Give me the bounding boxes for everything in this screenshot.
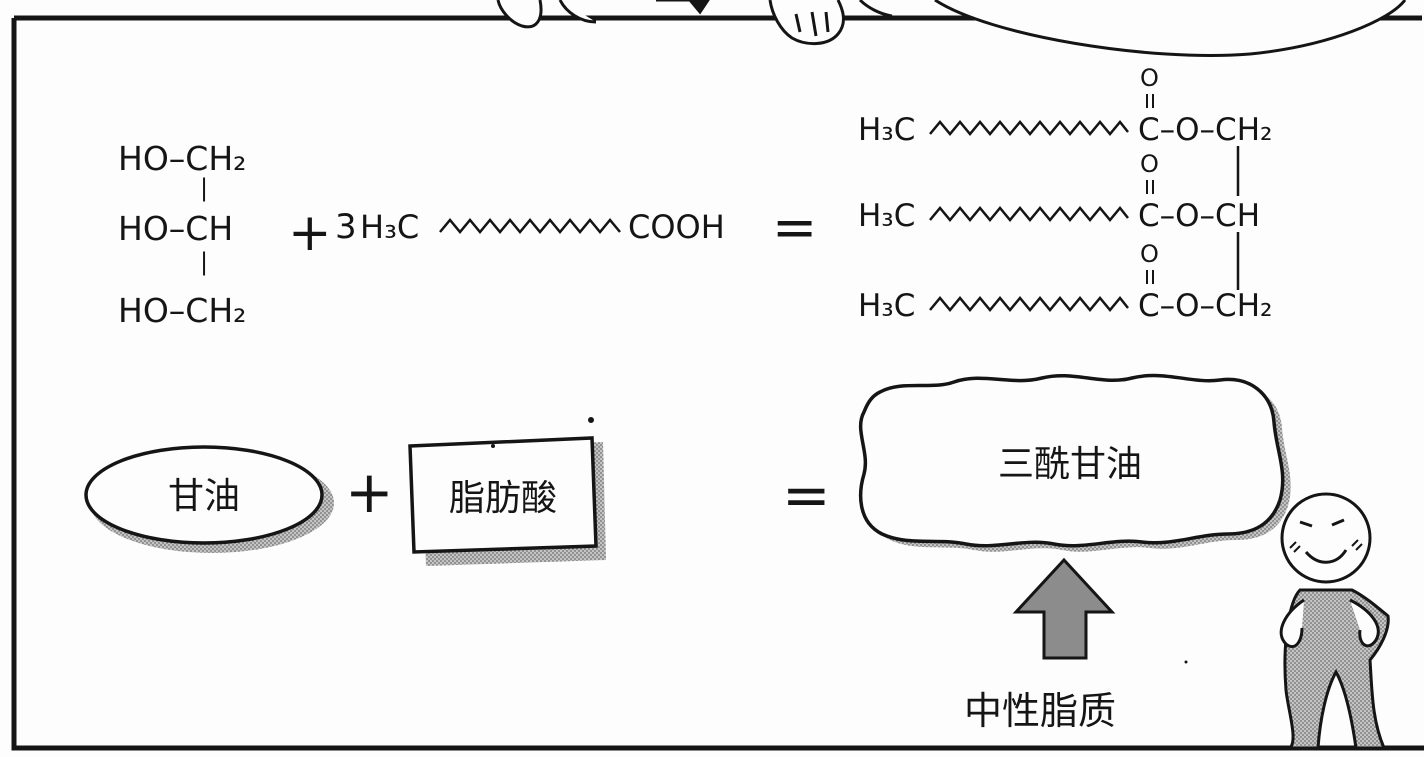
triglyceride-row-1-left: H₃C xyxy=(858,112,915,148)
up-arrow xyxy=(1012,557,1116,660)
fatty-acid-methyl: H₃C xyxy=(360,208,419,246)
fatty-acid-label: 脂肪酸 xyxy=(449,478,557,519)
equals-sign-middle: = xyxy=(782,461,831,529)
fatty-acid-carboxyl: COOH xyxy=(628,208,725,246)
glycerol-line-3: HO–CH₂ xyxy=(118,291,246,330)
plus-sign-middle: + xyxy=(345,458,394,526)
neutral-fat-label: 中性脂质 xyxy=(964,689,1116,733)
glycerol-bond-1: | xyxy=(200,174,208,202)
triglyceride-chain-3 xyxy=(929,296,1129,312)
glycerol-bond-2: | xyxy=(200,248,208,276)
glycerol-label: 甘油 xyxy=(168,476,240,517)
glycerol-line-2: HO–CH xyxy=(118,209,233,248)
fatty-acid-chain xyxy=(439,218,621,234)
triglyceride-row-3-right: C–O–CH₂ xyxy=(1138,288,1272,324)
small-character xyxy=(1279,492,1390,750)
oxygen-1: O xyxy=(1140,64,1159,92)
character-hands-top xyxy=(496,0,893,45)
plus-sign-top: + xyxy=(288,203,332,263)
oxygen-2: O xyxy=(1140,150,1159,178)
oxygen-3: O xyxy=(1140,240,1159,268)
triglyceride-cloud: 三酰甘油 xyxy=(858,373,1291,552)
triglyceride-row-2-right: C–O–CH xyxy=(1138,198,1260,234)
glycerol-line-1: HO–CH₂ xyxy=(118,139,246,178)
triglyceride-formula: O H₃C C–O–CH₂ O H₃C C–O–CH O H₃C C–O–CH₂ xyxy=(858,64,1272,324)
fatty-acid-box: 脂肪酸 xyxy=(408,417,606,566)
triglyceride-row-3-left: H₃C xyxy=(858,288,915,324)
triglyceride-row-1-right: C–O–CH₂ xyxy=(1138,112,1272,148)
character-face xyxy=(1280,492,1372,584)
fatty-acid-coefficient: 3 xyxy=(335,207,357,247)
glycerol-ellipse: 甘油 xyxy=(84,445,334,553)
triglyceride-chain-1 xyxy=(929,120,1129,136)
triglyceride-row-2-left: H₃C xyxy=(858,198,915,234)
equals-sign-top: = xyxy=(772,196,817,259)
speech-bubble-edge xyxy=(934,0,1407,57)
triglyceride-label: 三酰甘油 xyxy=(998,444,1142,485)
fatty-acid-formula: 3 H₃C COOH xyxy=(335,207,725,247)
triglyceride-chain-2 xyxy=(929,206,1129,222)
glycerol-formula: HO–CH₂ | HO–CH | HO–CH₂ xyxy=(118,139,246,330)
